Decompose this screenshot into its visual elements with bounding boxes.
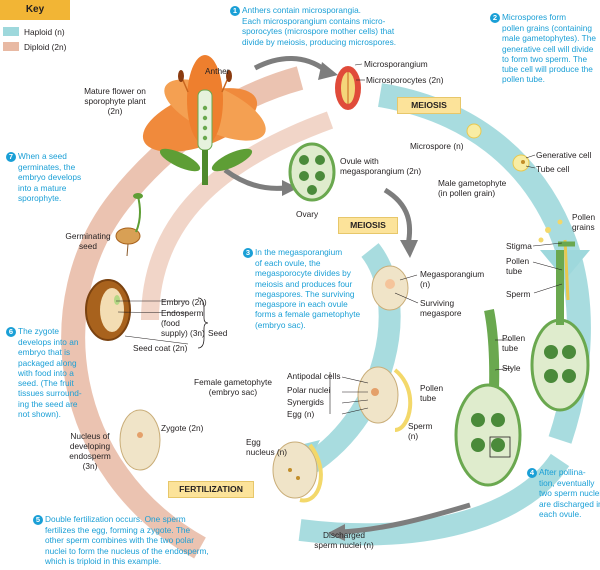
haploid-legend-label: Haploid (n): [24, 27, 65, 37]
pollen-tube-label-3: Pollen tube: [420, 383, 444, 403]
stigma-label: Stigma: [506, 241, 532, 251]
surviving-megaspore-label: Surviving megaspore: [420, 298, 462, 318]
embryo-sac: [357, 366, 413, 432]
ovule-label: Ovule with megasporangium (2n): [340, 156, 422, 176]
generative-cell-label: Generative cell: [536, 150, 592, 160]
ovary-label: Ovary: [296, 209, 319, 219]
step-7-number: 7: [6, 152, 16, 162]
legend-title: Key: [0, 0, 70, 20]
anther-section: [335, 66, 361, 110]
nucleus-endosperm-label: Nucleus of developing endosperm (3n): [69, 431, 111, 471]
diploid-legend-label: Diploid (2n): [24, 42, 67, 52]
endosperm-label: Endosperm (food supply) (3n): [161, 308, 205, 338]
pollen-tube-label-2: Pollen tube: [502, 333, 526, 353]
meiosis-label-middle: MEIOSIS: [338, 217, 398, 234]
megasporangium-drawing: [371, 265, 409, 311]
germinating-seed-label: Germinating seed: [65, 231, 111, 251]
microsporocytes-label: Microsporocytes (2n): [366, 75, 444, 85]
diploid-swatch: [3, 42, 19, 51]
flower-illustration: [142, 55, 266, 185]
seed-drawing: [85, 279, 131, 341]
step-3-number: 3: [243, 248, 253, 258]
zygote-ovule: [119, 409, 161, 471]
pollen-tube-label-1: Pollen tube: [506, 256, 530, 276]
egg-label: Egg (n): [287, 409, 315, 419]
legend: Key: [0, 0, 92, 20]
male-gametophyte-label: Male gametophyte (in pollen grain): [438, 178, 507, 198]
fertilization-ovule: [272, 441, 323, 503]
egg-nucleus-label: Egg nucleus (n): [246, 437, 288, 457]
fertilization-label: FERTILIZATION: [168, 481, 254, 498]
step-6-number: 6: [6, 327, 16, 337]
synergids-label: Synergids: [287, 397, 324, 407]
ovary-section: [288, 142, 336, 202]
haploid-swatch: [3, 27, 19, 36]
grey-arrow-ovary: [223, 167, 286, 191]
microsporangium-label: Microsporangium: [364, 59, 428, 69]
grey-arrow-discharge: [339, 502, 471, 535]
female-gametophyte-label: Female gametophyte (embryo sac): [194, 377, 272, 397]
germinating-seed-drawing: [115, 193, 143, 257]
style-label: Style: [502, 363, 521, 373]
haploid-bottom-arrow: [298, 453, 570, 546]
discharged-sperm-label: Discharged sperm nuclei (n): [314, 530, 374, 550]
mature-flower-label: Mature flower on sporophyte plant (2n): [84, 86, 146, 116]
megasporangium-label: Megasporangium (n): [420, 269, 485, 289]
meiosis-label-top: MEIOSIS: [397, 97, 461, 114]
diploid-inner-arrow: [141, 111, 334, 321]
pistil-right: [530, 239, 590, 412]
step-1-number: 1: [230, 6, 240, 16]
tube-cell-label: Tube cell: [536, 164, 570, 174]
step-2-number: 2: [490, 13, 500, 23]
step-4-number: 4: [527, 468, 537, 478]
polar-nuclei-label: Polar nuclei: [287, 385, 331, 395]
grey-arrow-megaspore: [383, 187, 413, 246]
grey-arrow-anther: [253, 56, 327, 73]
seed-label: Seed: [208, 328, 228, 338]
anther-label: Anther: [205, 66, 230, 76]
pollen-grain-cell: [512, 154, 530, 172]
sperm-label-2: Sperm (n): [408, 421, 433, 441]
microspore-cell: [466, 123, 482, 139]
step-5-number: 5: [33, 515, 43, 525]
zygote-label: Zygote (2n): [161, 423, 204, 433]
embryo-label: Embryo (2n): [161, 297, 207, 307]
seed-bracket: [197, 297, 209, 349]
pollen-grains-label: Pollen grains: [572, 212, 596, 232]
leader-lines: [116, 63, 563, 415]
microspore-label: Microspore (n): [410, 141, 464, 151]
antipodal-cells-label: Antipodal cells: [287, 371, 341, 381]
seed-coat-label: Seed coat (2n): [133, 343, 188, 353]
pistil-lower: [454, 309, 522, 487]
sperm-label-1: Sperm: [506, 289, 531, 299]
